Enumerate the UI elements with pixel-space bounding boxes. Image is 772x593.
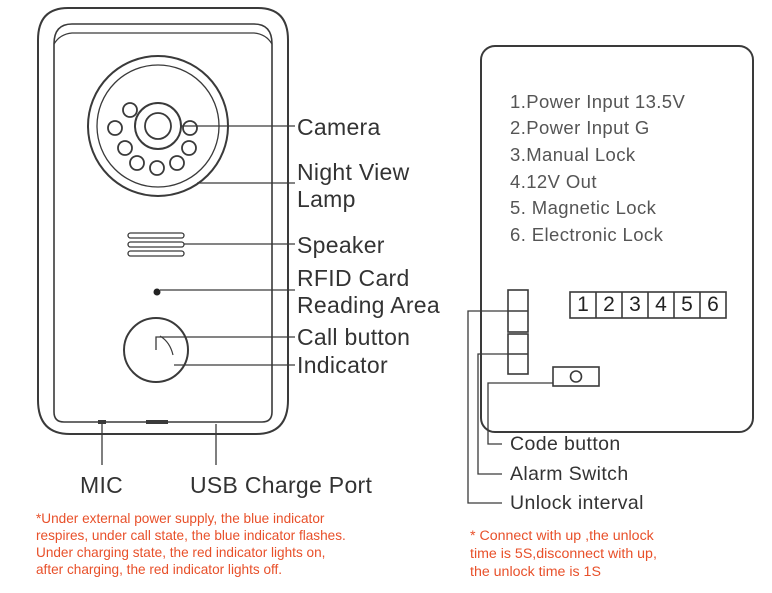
speaker-slot xyxy=(127,232,185,239)
left-note-line: *Under external power supply, the blue i… xyxy=(36,511,325,526)
terminal-dividers xyxy=(595,292,701,318)
leader-alarm-switch xyxy=(477,353,508,475)
leader-lines-left xyxy=(101,125,295,465)
unlock-interval-label: Unlock interval xyxy=(510,492,644,514)
camera-label: Camera xyxy=(297,114,381,140)
door-station-shell xyxy=(37,7,289,435)
terminal-number: 6 xyxy=(707,293,719,316)
door-station xyxy=(37,7,289,435)
ir-led xyxy=(117,140,133,156)
door-station-top-ledge xyxy=(53,32,273,45)
terminal-item: 1.Power Input 13.5V xyxy=(510,91,686,112)
speaker-slot xyxy=(127,250,185,257)
terminal-item: 6. Electronic Lock xyxy=(510,224,664,245)
terminal-number: 1 xyxy=(577,293,589,316)
board-outline xyxy=(480,45,754,433)
left-note-line: after charging, the red indicator lights… xyxy=(36,562,283,577)
terminal-number: 3 xyxy=(629,293,641,316)
terminal-number: 4 xyxy=(655,293,667,316)
right-note-line: * Connect with up ,the unlock xyxy=(470,528,654,544)
terminal-item: 4.12V Out xyxy=(510,171,597,192)
terminal-item: 3.Manual Lock xyxy=(510,144,636,165)
ir-led xyxy=(107,120,123,136)
call-button-label: Call button xyxy=(297,324,411,350)
code-button-label: Code button xyxy=(510,433,621,455)
indicator-label: Indicator xyxy=(297,352,388,378)
terminal-number: 5 xyxy=(681,293,693,316)
ir-led xyxy=(149,160,165,176)
rfid-dot xyxy=(153,288,161,296)
code-button-dot xyxy=(569,370,583,383)
ir-led xyxy=(122,102,138,118)
usb-slot xyxy=(146,420,168,424)
leader-code-button xyxy=(487,382,553,445)
door-station-inner-frame xyxy=(53,23,273,423)
left-note-line: Under charging state, the red indicator … xyxy=(36,545,326,560)
ir-led xyxy=(181,140,197,156)
call-button-circle xyxy=(123,317,189,383)
code-button-body xyxy=(552,366,600,387)
right-note-line: the unlock time is 1S xyxy=(470,564,601,580)
control-board xyxy=(480,45,754,433)
speaker-slot xyxy=(127,241,185,248)
night-view-lamp-label-line1: Night View xyxy=(297,159,410,185)
ir-led xyxy=(129,155,145,171)
night-view-lamp-label-line2: Lamp xyxy=(297,186,356,212)
indicator-arc xyxy=(159,335,174,356)
alarm-switch-label: Alarm Switch xyxy=(510,463,629,485)
leader-call-button xyxy=(155,336,295,350)
speaker-label: Speaker xyxy=(297,232,385,258)
camera-lens-housing xyxy=(134,102,182,150)
terminal-item: 2.Power Input G xyxy=(510,117,650,138)
mic-label: MIC xyxy=(80,472,124,498)
ir-led xyxy=(182,120,198,136)
camera-lens xyxy=(144,112,172,140)
rfid-label-line1: RFID Card xyxy=(297,265,410,291)
right-note-line: time is 5S,disconnect with up, xyxy=(470,546,657,562)
leader-lines-board xyxy=(467,310,553,504)
speaker-grille xyxy=(127,232,185,257)
mic-slot xyxy=(98,420,106,424)
terminal-item: 5. Magnetic Lock xyxy=(510,197,657,218)
ir-led xyxy=(169,155,185,171)
rfid-label-line2: Reading Area xyxy=(297,292,440,318)
usb-charge-port-label: USB Charge Port xyxy=(190,472,373,498)
left-note-line: respires, under call state, the blue ind… xyxy=(36,528,346,543)
leader-unlock-interval xyxy=(467,310,508,504)
terminal-number: 2 xyxy=(603,293,615,316)
